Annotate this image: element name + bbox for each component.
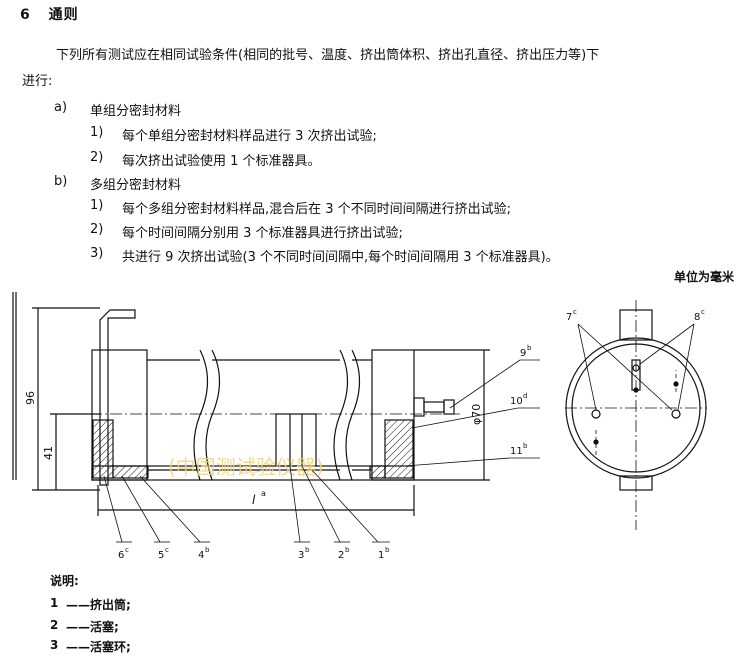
callout-9-num: 9 xyxy=(520,348,526,359)
legend-item-1-text: ——挤出筒; xyxy=(66,598,131,612)
callout-2-num: 2 xyxy=(338,550,344,561)
callout-3-num: 3 xyxy=(298,550,304,561)
group-a-item-1-num: 1) xyxy=(90,125,104,140)
left-bottom-section xyxy=(112,465,149,479)
group-a-label: a) xyxy=(54,100,68,115)
end-view-hole-right xyxy=(671,409,681,419)
callout-8-num: 8 xyxy=(694,312,700,323)
section-heading: 6 通则 xyxy=(20,4,79,24)
legend-item-2-num: 2 xyxy=(50,618,59,632)
callout-8-sup: c xyxy=(701,308,705,316)
dimension-96-label: 96 xyxy=(24,391,37,405)
intro-line-1: 下列所有测试应在相同试验条件(相同的批号、温度、挤出筒体积、挤出孔直径、挤出压力… xyxy=(56,48,600,63)
callout-10-sup: d xyxy=(523,392,527,400)
break-line-left-2 xyxy=(205,349,221,481)
nozzle xyxy=(413,397,455,417)
section-title: 通则 xyxy=(48,7,79,23)
callout-9-sup: b xyxy=(527,344,532,352)
group-b-item-2-text: 每个时间间隔分别用 3 个标准器具进行挤出试验; xyxy=(122,226,403,241)
right-wall-section xyxy=(384,419,414,479)
group-b-item-1-text: 每个多组分密封材料样品,混合后在 3 个不同时间间隔进行挤出试验; xyxy=(122,202,512,217)
callout-1-sup: b xyxy=(385,546,390,554)
leader-lines-bottom xyxy=(103,465,390,543)
leader-lines-right xyxy=(404,359,540,467)
left-wall-section xyxy=(92,419,114,479)
group-b-item-2-num: 2) xyxy=(90,222,104,237)
callout-7-num: 7 xyxy=(566,312,572,323)
right-bottom-section xyxy=(369,465,386,479)
callout-11-num: 11 xyxy=(510,446,523,457)
group-a-title: 单组分密封材料 xyxy=(90,104,182,119)
dimension-diameter-label: φ70 xyxy=(470,404,483,425)
legend-item-2-text: ——活塞; xyxy=(66,620,119,634)
callout-10-num: 10 xyxy=(510,396,523,407)
callout-6-num: 6 xyxy=(118,550,124,561)
callout-1-num: 1 xyxy=(378,550,384,561)
group-b-item-3-text: 共进行 9 次挤出试验(3 个不同时间间隔中,每个时间间隔用 3 个标准器具)。 xyxy=(122,250,559,265)
break-line-left xyxy=(193,349,209,481)
dimension-96: 96 xyxy=(24,307,100,491)
callout-2-sup: b xyxy=(345,546,350,554)
callout-11-sup: b xyxy=(523,442,528,450)
callout-7-sup: c xyxy=(573,308,577,316)
dimension-length: l a xyxy=(97,485,415,516)
dimension-41-label: 41 xyxy=(42,446,55,460)
legend-item-1-num: 1 xyxy=(50,596,59,610)
callout-6-sup: c xyxy=(125,546,129,554)
cylinder-body xyxy=(91,349,415,481)
group-a-item-1-text: 每个单组分密封材料样品进行 3 次挤出试验; xyxy=(122,129,377,144)
group-a-item-2-text: 每次挤出试验使用 1 个标准器具。 xyxy=(122,154,321,169)
end-view-center-dot xyxy=(633,387,639,393)
section-number: 6 xyxy=(20,7,31,23)
callout-5-num: 5 xyxy=(158,550,164,561)
extrusion-apparatus-drawing: 96 41 xyxy=(12,292,707,561)
break-line-right xyxy=(333,349,349,481)
dimension-length-sup: a xyxy=(261,489,266,498)
dimension-length-label: l xyxy=(252,493,256,507)
legend-item-3-num: 3 xyxy=(50,638,59,652)
callout-3-sup: b xyxy=(305,546,310,554)
group-a-item-2-num: 2) xyxy=(90,150,104,165)
intro-line-2: 进行: xyxy=(22,74,53,89)
group-b-item-3-num: 3) xyxy=(90,246,104,261)
end-view-hole-left xyxy=(591,409,601,419)
end-view xyxy=(565,300,707,530)
end-view-hole-top xyxy=(632,364,640,372)
legend-title: 说明: xyxy=(50,574,79,588)
group-b-label: b) xyxy=(54,174,68,189)
callout-5-sup: c xyxy=(165,546,169,554)
legend-item-3-text: ——活塞环; xyxy=(66,640,131,654)
callout-4-sup: b xyxy=(205,546,210,554)
bottom-shell xyxy=(91,465,415,481)
watermark-text: (中国测试验仪器) xyxy=(168,455,324,479)
dimension-diameter: φ70 xyxy=(414,349,490,481)
break-line-right-2 xyxy=(345,349,361,481)
group-b-title: 多组分密封材料 xyxy=(90,178,182,193)
piston xyxy=(275,413,317,467)
group-b-item-1-num: 1) xyxy=(90,198,104,213)
dimension-41: 41 xyxy=(42,413,100,490)
callout-4-num: 4 xyxy=(198,550,204,561)
unit-note: 单位为毫米 xyxy=(673,270,734,284)
